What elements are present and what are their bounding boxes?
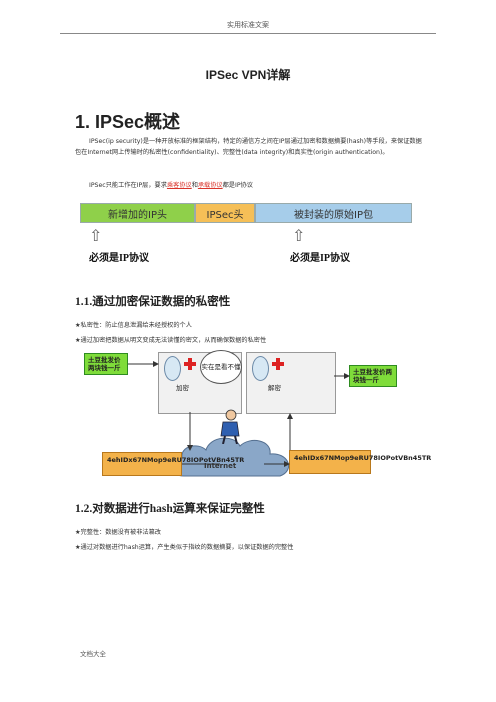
- ipsec-header-segment: IPSec头: [195, 203, 255, 223]
- decrypt-badge-icon: [252, 356, 269, 381]
- ipsec-packet-diagram: 新增加的IP头 IPSec头 被封装的原始IP包: [80, 203, 412, 223]
- page-footer: 文档大全: [80, 650, 106, 658]
- section-1-1-heading: 1.1.通过加密保证数据的私密性: [75, 296, 231, 308]
- encrypt-label: 加密: [176, 384, 189, 392]
- page-header: 实用标准文案: [227, 21, 269, 29]
- up-arrow-left-icon: ⇧: [89, 226, 103, 245]
- medical-cross-icon: [184, 358, 196, 370]
- original-ip-packet-segment: 被封装的原始IP包: [255, 203, 412, 223]
- new-ip-header-segment: 新增加的IP头: [80, 203, 195, 223]
- protocol-note-text-c: 都是IP协议: [222, 182, 253, 189]
- section-1-paragraph: IPSec(ip security)是一种开放标准的框架结构，特定的通信方之间在…: [75, 138, 422, 156]
- section-1-2-heading: 1.2.对数据进行hash运算来保证完整性: [75, 503, 265, 515]
- protocol-note-text-b: 和: [191, 182, 198, 189]
- must-ip-label-right: 必须是IP协议: [290, 253, 350, 264]
- carrier-protocol-link: 承载协议: [197, 182, 223, 189]
- medical-cross-icon: [272, 358, 284, 370]
- protocol-note-text-a: IPSec只能工作在IP层，要求: [89, 182, 167, 189]
- must-ip-label-left: 必须是IP协议: [89, 253, 149, 264]
- integrity-bullet: ★完整性：数据没有被非法篡改: [75, 529, 161, 536]
- encrypt-badge-icon: [164, 356, 181, 381]
- speech-bubble: 实在是看不懂: [200, 350, 242, 384]
- passenger-protocol-link: 乘客协议: [166, 182, 192, 189]
- encryption-bullet: ★通过加密把数据从明文变成无法读懂的密文，从而确保数据的私密性: [75, 337, 267, 344]
- document-title: IPSec VPN详解: [205, 68, 291, 82]
- plaintext-box-right: 土豆批发价两块钱一斤: [349, 365, 397, 387]
- ciphertext-box-left: 4ehIDx67NMop9eRU78IOPotVBn45TR: [102, 452, 244, 476]
- privacy-bullet: ★私密性：防止信息泄漏给未经授权的个人: [75, 322, 192, 329]
- up-arrow-right-icon: ⇧: [292, 226, 306, 245]
- section-1-heading: 1. IPSec概述: [75, 112, 181, 132]
- section-1-protocol-note: IPSec只能工作在IP层，要求乘客协议和承载协议都是IP协议: [89, 181, 439, 192]
- plaintext-box-left: 土豆批发价两块钱一斤: [84, 353, 128, 375]
- encryption-figure: 土豆批发价两块钱一斤 土豆批发价两块钱一斤 加密 实在是看不懂 解密 Inter…: [80, 350, 431, 486]
- hash-bullet: ★通过对数据进行hash运算，产生类似于指纹的数据摘要，以保证数据的完整性: [75, 544, 294, 551]
- eavesdropper-icon: [220, 409, 240, 444]
- header-divider: [60, 33, 436, 34]
- internet-label: Internet: [204, 462, 237, 470]
- ciphertext-box-right: 4ehIDx67NMop9eRU78IOPotVBn45TR: [289, 450, 431, 474]
- decrypt-label: 解密: [268, 384, 281, 392]
